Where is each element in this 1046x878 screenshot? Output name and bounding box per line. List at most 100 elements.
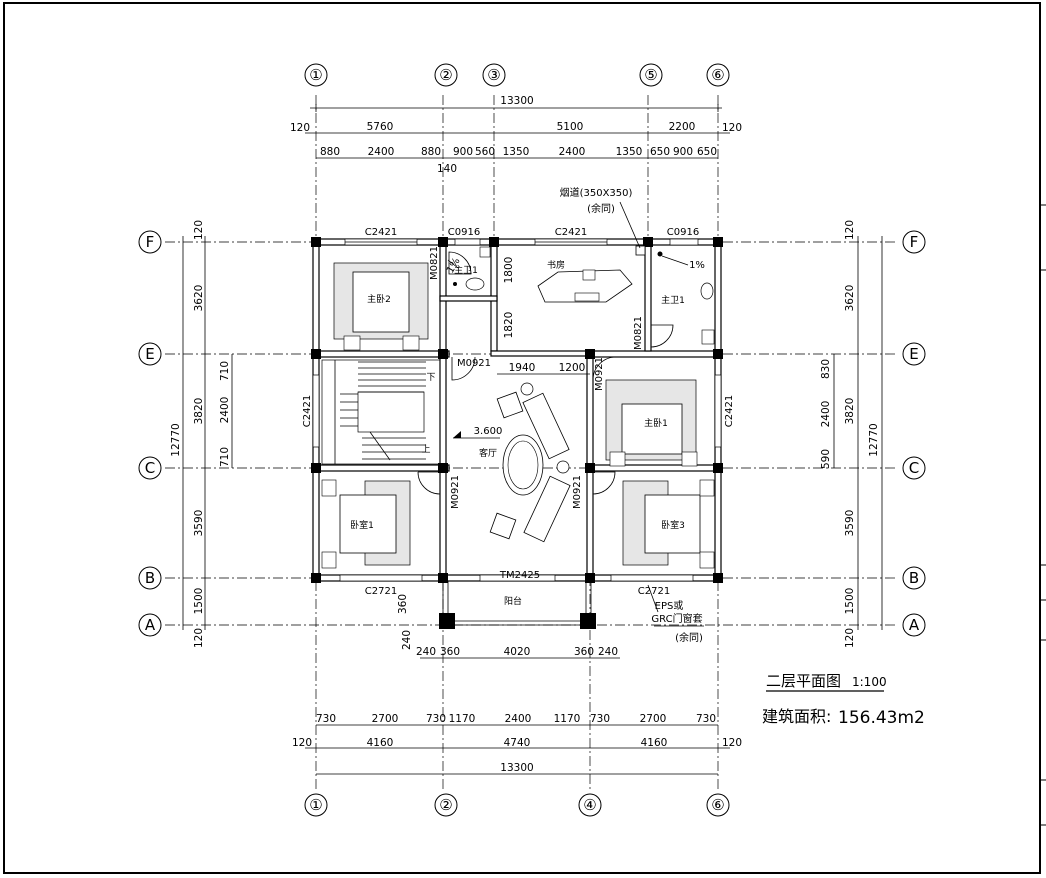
- axis-label: F: [146, 233, 155, 251]
- svg-text:M0821: M0821: [633, 316, 644, 350]
- svg-text:1350: 1350: [616, 146, 643, 158]
- svg-text:C2721: C2721: [365, 586, 397, 597]
- stair-down-label: 下: [426, 373, 435, 383]
- room-bed1: 卧室1: [350, 519, 374, 531]
- svg-text:C2721: C2721: [638, 586, 670, 597]
- drawing-title: 二层平面图: [766, 672, 841, 690]
- svg-text:120: 120: [292, 737, 312, 749]
- axis-bubbles-bottom: ① ② ④ ⑥: [304, 793, 730, 817]
- bottom-dimensions: 730 2700 730 1170 2400 1170 730 2700 730…: [292, 713, 742, 775]
- svg-text:M0921: M0921: [594, 357, 605, 391]
- room-master1: 主卧1: [644, 417, 668, 429]
- room-labels: 主卧2 主卫1 书房 主卫1 主卧1 客厅 卧室1 卧室3 阳台: [350, 259, 685, 607]
- axis-label: ⑤: [644, 66, 657, 84]
- svg-text:360: 360: [440, 646, 460, 658]
- svg-text:560: 560: [475, 146, 495, 158]
- svg-text:M0921: M0921: [572, 475, 583, 509]
- eps-note-2: GRC门窗套: [651, 612, 702, 625]
- svg-text:590: 590: [820, 449, 832, 469]
- svg-text:2400: 2400: [219, 397, 231, 424]
- svg-text:12770: 12770: [868, 423, 880, 456]
- svg-text:120: 120: [722, 737, 742, 749]
- interior-dimensions: 1800 1820 1940 1200: [497, 257, 590, 375]
- eps-note: EPS或: [655, 600, 684, 612]
- svg-text:4160: 4160: [367, 737, 394, 749]
- svg-text:240: 240: [401, 630, 413, 650]
- svg-text:120: 120: [193, 220, 205, 240]
- axis-label: ②: [439, 66, 452, 84]
- svg-text:650: 650: [650, 146, 670, 158]
- svg-text:C2421: C2421: [555, 227, 587, 238]
- svg-text:M0921: M0921: [450, 475, 461, 509]
- room-study: 书房: [547, 259, 565, 271]
- room-master-bath: 主卫1: [661, 294, 685, 306]
- svg-text:2400: 2400: [559, 146, 586, 158]
- room-bath2: 主卫1: [454, 264, 478, 276]
- area-value: 156.43m2: [838, 708, 925, 728]
- beds: [321, 262, 715, 569]
- svg-text:3590: 3590: [193, 510, 205, 537]
- svg-text:3820: 3820: [193, 398, 205, 425]
- svg-text:5760: 5760: [367, 121, 394, 133]
- svg-text:1500: 1500: [193, 588, 205, 615]
- svg-text:M0821: M0821: [429, 246, 440, 280]
- axis-bubbles-left: F E C B A: [138, 230, 162, 637]
- drawing-title-block: 二层平面图 1:100 建筑面积: 156.43m2: [762, 672, 925, 728]
- balcony-dimensions: 240 360 4020 360 240 360 240: [397, 594, 620, 659]
- svg-text:1500: 1500: [844, 588, 856, 615]
- svg-text:2400: 2400: [368, 146, 395, 158]
- left-dimensions: 12770 120 3620 3820 3590 1500 120 710 24…: [170, 220, 233, 648]
- svg-text:1170: 1170: [449, 713, 476, 725]
- svg-text:2200: 2200: [669, 121, 696, 133]
- svg-text:3620: 3620: [193, 285, 205, 312]
- room-living: 客厅: [479, 447, 497, 459]
- axis-bubbles-top: ① ② ③ ⑤ ⑥: [304, 63, 730, 87]
- area-label: 建筑面积:: [762, 707, 831, 726]
- svg-text:360: 360: [574, 646, 594, 658]
- flue-note-2: (余同): [587, 202, 615, 215]
- svg-text:1800: 1800: [503, 257, 515, 284]
- svg-text:C0916: C0916: [667, 227, 699, 238]
- axis-label: ①: [309, 796, 322, 814]
- svg-text:1350: 1350: [503, 146, 530, 158]
- svg-text:13300: 13300: [500, 762, 533, 774]
- axis-bubbles-right: F E C B A: [902, 230, 926, 637]
- staircase: 下 上: [321, 359, 441, 465]
- svg-text:120: 120: [290, 122, 310, 134]
- room-bed3: 卧室3: [661, 519, 685, 531]
- svg-text:1170: 1170: [554, 713, 581, 725]
- axis-label: F: [910, 233, 919, 251]
- svg-text:120: 120: [722, 122, 742, 134]
- axis-label: C: [909, 459, 919, 477]
- svg-text:1820: 1820: [503, 312, 515, 339]
- svg-text:240: 240: [598, 646, 618, 658]
- svg-text:C2421: C2421: [365, 227, 397, 238]
- svg-text:730: 730: [696, 713, 716, 725]
- svg-text:730: 730: [590, 713, 610, 725]
- right-dimensions: 12770 120 3620 3820 3590 1500 120 830 24…: [820, 220, 883, 648]
- svg-text:3820: 3820: [844, 398, 856, 425]
- svg-text:120: 120: [193, 628, 205, 648]
- balcony: [442, 581, 592, 626]
- axis-label: ①: [309, 66, 322, 84]
- svg-text:830: 830: [820, 359, 832, 379]
- axis-label: ②: [439, 796, 452, 814]
- svg-text:710: 710: [219, 447, 231, 467]
- doors: [417, 251, 674, 495]
- study-bath-furniture: [447, 245, 715, 345]
- svg-text:880: 880: [320, 146, 340, 158]
- svg-text:730: 730: [426, 713, 446, 725]
- slope-label: 1%: [689, 260, 705, 271]
- stair-up-label: 上: [421, 444, 430, 455]
- svg-text:730: 730: [316, 713, 336, 725]
- axis-label: ④: [583, 796, 596, 814]
- flue-note: 烟道(350X350): [560, 186, 633, 199]
- svg-text:2400: 2400: [505, 713, 532, 725]
- svg-text:3620: 3620: [844, 285, 856, 312]
- svg-text:360: 360: [397, 594, 409, 614]
- axis-label: ⑥: [711, 796, 724, 814]
- drawing-scale: 1:100: [852, 675, 887, 689]
- room-master2: 主卧2: [367, 293, 391, 305]
- top-dimensions: 13300 120 5760 5100 2200 120 880 2400 88…: [290, 95, 742, 175]
- svg-text:TM2425: TM2425: [499, 570, 540, 581]
